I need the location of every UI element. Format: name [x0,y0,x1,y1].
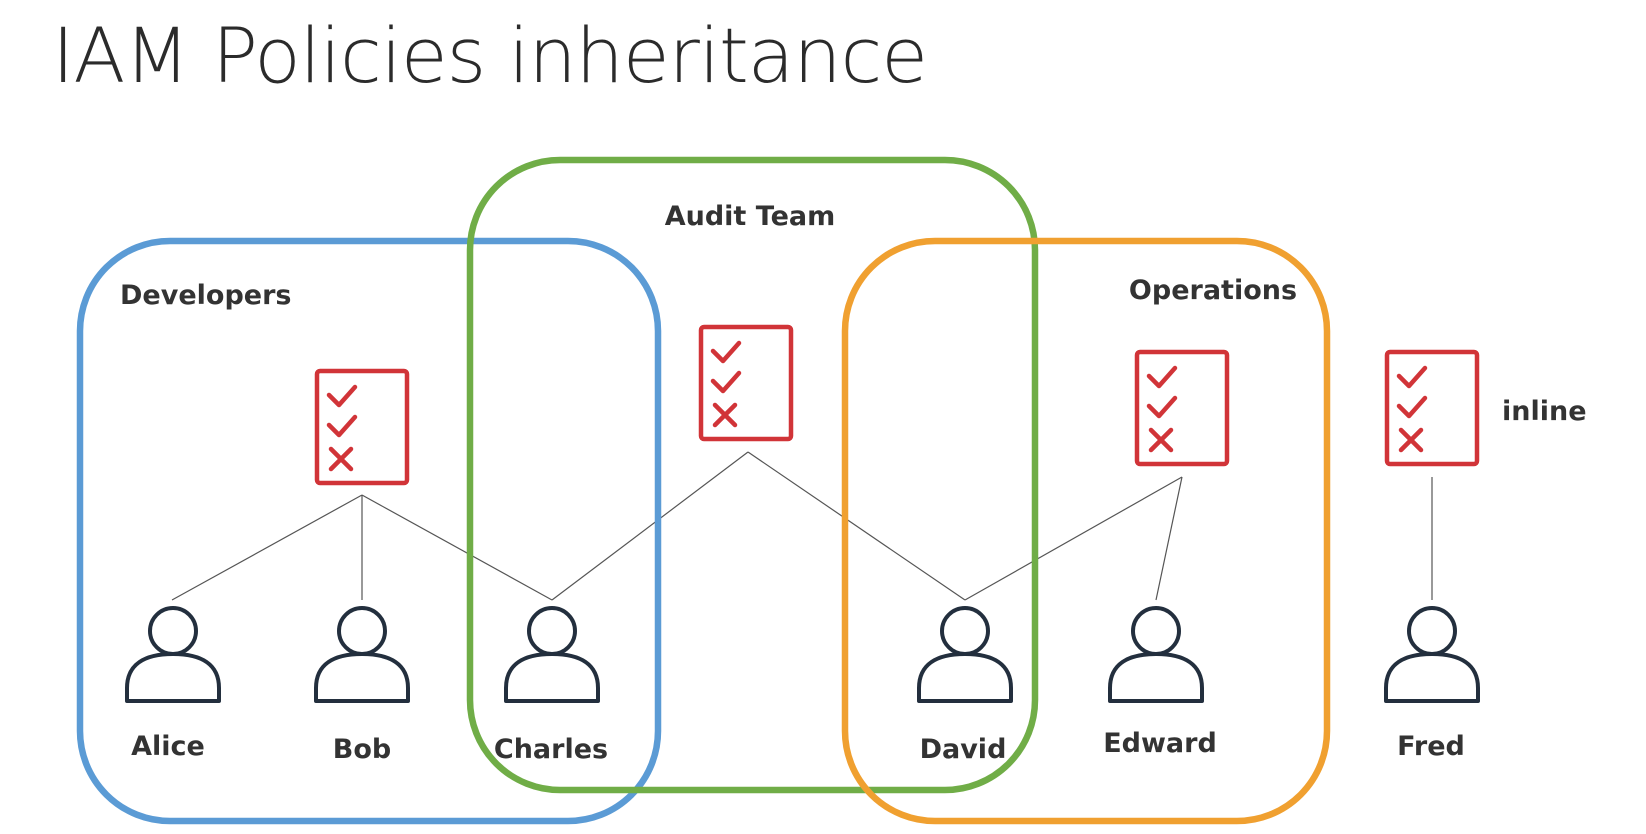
connector-ops-edward [1155,476,1183,601]
audit-team-policy-icon [701,327,791,439]
inline-policy-label: inline [1502,396,1587,427]
user-label-fred: Fred [1397,731,1465,762]
operations-policy-icon [1137,352,1227,464]
operations-group-boundary [841,237,1331,825]
developers-group-label: Developers [120,280,291,311]
user-icon [917,606,1013,703]
developers-group-boundary [76,237,662,825]
connector-dev-alice [171,494,363,601]
audit-team-group-label: Audit Team [665,201,836,232]
developers-policy-icon [317,371,407,483]
connector-ops-david [964,476,1183,601]
user-icon [125,606,221,703]
audit-team-group-boundary [466,156,1039,794]
connector-audit-charles [551,451,749,601]
user-icon [314,606,410,703]
user-icon [1108,606,1204,703]
user-label-alice: Alice [131,731,205,762]
operations-group-label: Operations [1129,275,1297,306]
user-label-charles: Charles [494,734,608,765]
connector-dev-charles [361,494,553,601]
inline-policy-icon [1387,352,1477,464]
user-label-bob: Bob [333,734,391,765]
user-icon [1384,606,1480,703]
connector-audit-david [747,451,966,601]
connector-lines [171,451,1433,601]
user-label-edward: Edward [1103,728,1217,759]
page-title: IAM Policies inheritance [52,11,928,100]
user-icon [504,606,600,703]
user-label-david: David [920,734,1007,765]
